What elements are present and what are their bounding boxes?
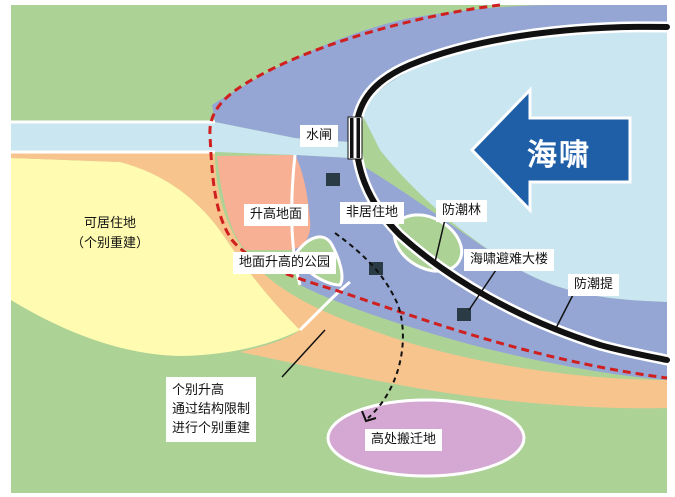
building-marker-icon — [326, 173, 340, 186]
individual-raise-zone — [11, 152, 667, 409]
sluice-gate-bar-left — [350, 118, 354, 158]
residential-area-label: 可居住地 （个别重建） — [55, 214, 165, 254]
seawall-line-core — [352, 23, 670, 363]
seawall-label: 防潮提 — [568, 274, 620, 296]
sluice-gate-label: 水闸 — [300, 125, 339, 147]
raised-ground-zone — [217, 155, 311, 250]
tide-forest-label: 防潮林 — [436, 200, 488, 222]
river — [11, 122, 350, 158]
highland-relocation-label: 高处搬迁地 — [365, 429, 443, 451]
individual-raise-line-2: 通过结构限制 — [172, 402, 251, 417]
evacuation-building-label: 海啸避难大楼 — [464, 249, 555, 271]
tsunami-label: 海啸 — [527, 138, 591, 173]
residential-zone — [11, 158, 300, 356]
sluice-gate-bar-right — [356, 118, 360, 158]
protection-boundary — [208, 3, 668, 380]
individual-raise-line-3: 进行个别重建 — [172, 421, 251, 436]
raised-ground-label: 升高地面 — [244, 204, 309, 226]
tsunami-arrow-icon — [469, 86, 632, 214]
arrowhead-icon — [361, 410, 377, 423]
individual-raise-line-1: 个别升高 — [172, 383, 225, 398]
relocation-path-arrow — [334, 232, 404, 419]
individual-raise-label: 个别升高 通过结构限制 进行个别重建 — [166, 377, 257, 442]
non-residential-zone — [212, 5, 667, 142]
non-residential-label: 非居住地 — [340, 202, 405, 224]
residential-area-title: 可居住地 — [83, 216, 136, 231]
leader-line — [281, 214, 579, 378]
building-marker-icon — [457, 308, 471, 321]
residential-area-note: （个别重建） — [70, 236, 149, 251]
raised-park-label: 地面升高的公园 — [233, 252, 337, 274]
